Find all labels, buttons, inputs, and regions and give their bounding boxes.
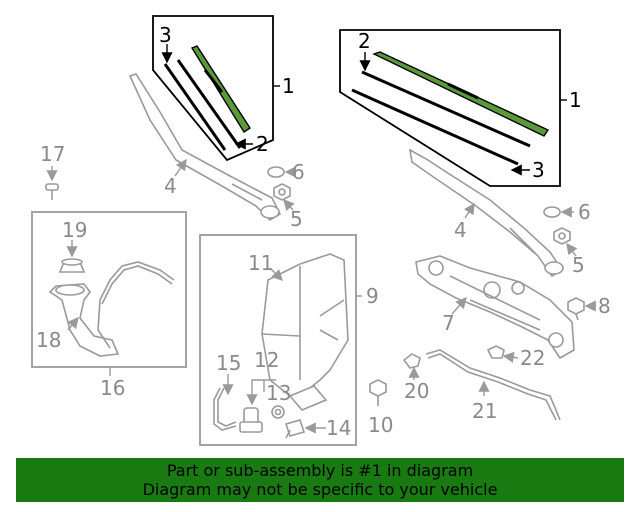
clip-17[interactable]: [45, 183, 59, 200]
callout-3-left: 3: [159, 23, 172, 47]
reservoir-cap[interactable]: [58, 258, 86, 273]
left-cap-6[interactable]: [267, 166, 285, 178]
reservoir-group-box: [199, 234, 357, 446]
callout-1-right: 1: [569, 88, 582, 112]
callout-14: 14: [326, 416, 351, 440]
callout-22: 22: [520, 346, 545, 370]
right-wiper-arm[interactable]: [408, 148, 564, 278]
callout-15: 15: [216, 351, 241, 375]
callout-16: 16: [100, 376, 125, 400]
callout-4-right: 4: [454, 218, 467, 242]
washer-hose-15[interactable]: [213, 387, 237, 431]
callout-5-right: 5: [572, 253, 585, 277]
callout-10: 10: [368, 413, 393, 437]
callout-1-left: 1: [282, 74, 295, 98]
callout-21: 21: [472, 399, 497, 423]
left-blade-group[interactable]: [152, 15, 274, 162]
callout-12: 12: [254, 348, 279, 372]
right-blade-group[interactable]: [339, 29, 561, 187]
washer-hose-21[interactable]: [425, 349, 561, 421]
wiper-linkage[interactable]: [415, 255, 575, 360]
callout-18: 18: [36, 328, 61, 352]
banner-line-2: Diagram may not be specific to your vehi…: [142, 480, 498, 499]
bolt-10[interactable]: [369, 379, 387, 406]
callout-17: 17: [40, 142, 65, 166]
bolt-8[interactable]: [567, 297, 585, 321]
callout-2-left: 2: [256, 132, 269, 156]
callout-9: 9: [366, 284, 379, 308]
pump-grommet[interactable]: [271, 405, 285, 419]
callout-3-right: 3: [532, 158, 545, 182]
callout-6-left: 6: [292, 160, 305, 184]
washer-pump[interactable]: [239, 407, 263, 433]
callout-6-right: 6: [578, 200, 591, 224]
banner-line-1: Part or sub-assembly is #1 in diagram: [166, 461, 474, 480]
left-nut-5[interactable]: [273, 183, 291, 201]
washer-nozzle-20[interactable]: [402, 353, 421, 369]
callout-2-right: 2: [358, 29, 371, 53]
nozzle-group-box: [31, 211, 187, 368]
nozzle-hose[interactable]: [97, 261, 175, 349]
callout-7: 7: [442, 311, 455, 335]
washer-nozzle-22[interactable]: [486, 345, 505, 359]
callout-19: 19: [62, 218, 87, 242]
right-cap-6[interactable]: [543, 206, 561, 218]
right-nut-5[interactable]: [553, 227, 571, 245]
level-sensor[interactable]: [284, 419, 306, 439]
callout-20: 20: [404, 379, 429, 403]
notice-banner: Part or sub-assembly is #1 in diagram Di…: [16, 458, 624, 502]
callout-4-left: 4: [164, 174, 177, 198]
callout-5-left: 5: [290, 207, 303, 231]
callout-11: 11: [248, 251, 273, 275]
callout-13: 13: [266, 381, 291, 405]
parts-diagram: 3 1 2 2 1 3 4 6 5 17 19 18 16 11 9 15 12…: [31, 15, 611, 446]
callout-8: 8: [598, 294, 611, 318]
